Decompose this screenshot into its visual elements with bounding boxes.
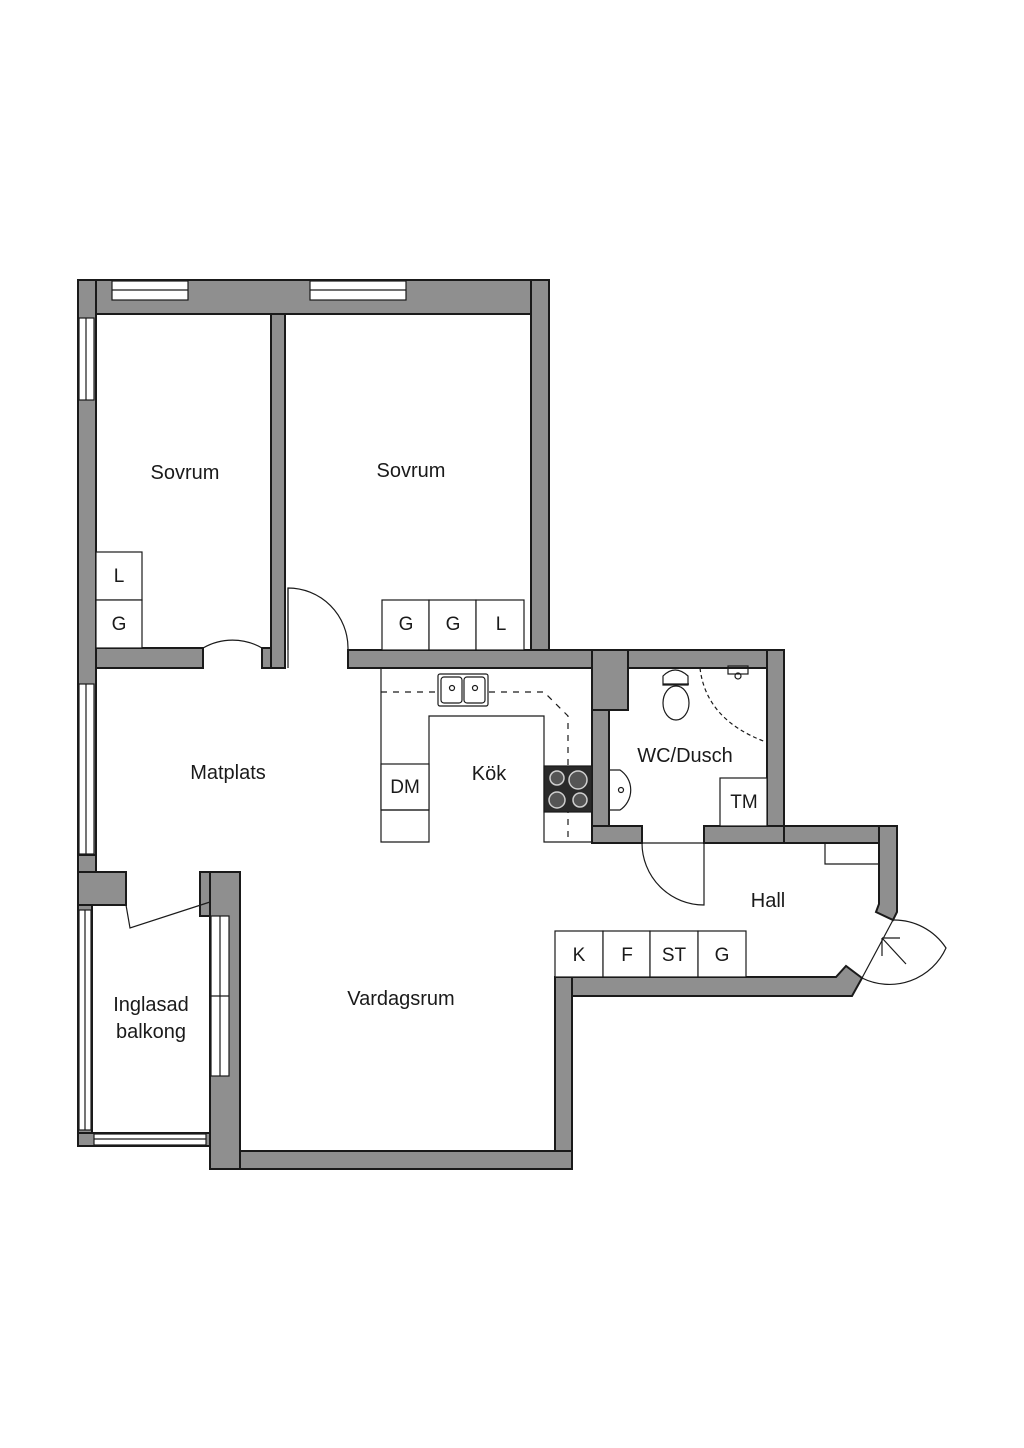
storage-box: [602, 930, 651, 978]
shower-head-icon: [727, 665, 749, 675]
room-label-sovrum-left: Sovrum: [151, 462, 220, 484]
storage-box: [554, 930, 604, 978]
storage-box: [649, 930, 699, 978]
bedroom-wardrobes: [95, 551, 525, 651]
wall-wc-left: [591, 649, 629, 711]
wall-dining-stub: [77, 871, 127, 906]
door-entrance: [861, 919, 947, 985]
fixture-label: DM: [390, 777, 420, 798]
wall-bedroom-divider: [270, 313, 286, 669]
wall-living-bottom: [209, 1150, 573, 1170]
wc-shower: [609, 665, 768, 827]
door-balcony: [125, 901, 211, 929]
door-wc: [641, 842, 705, 906]
fixture-label: L: [496, 614, 507, 635]
wall-wc-right: [766, 649, 785, 828]
room-label-kok: Kök: [472, 763, 507, 785]
sink: [437, 673, 489, 707]
fixture-label: K: [573, 945, 586, 966]
room-labels: Sovrum Sovrum Matplats Kök WC/Dusch Hall…: [113, 460, 785, 1043]
wall-living-right: [554, 976, 573, 1170]
room-label-matplats: Matplats: [190, 762, 266, 784]
fixture-label: G: [399, 614, 414, 635]
hall-storage: [554, 843, 879, 978]
wardrobe-box: [428, 599, 477, 651]
fixture-label: G: [112, 614, 127, 635]
door-bedroom1: [202, 639, 263, 668]
fixture-label: G: [446, 614, 461, 635]
fixture-label: TM: [730, 792, 757, 813]
wall-right-bedroom: [530, 279, 550, 651]
wall-wc-bottom-right: [703, 825, 785, 844]
entrance-arrow: [881, 937, 907, 965]
fixture-label: ST: [662, 945, 687, 966]
wall-wc-bottom-left: [591, 825, 643, 844]
wardrobe-box: [95, 599, 143, 649]
room-label-wc-dusch: WC/Dusch: [637, 745, 733, 767]
room-label-balcony-line1: Inglasad: [113, 994, 189, 1016]
kitchen: [380, 668, 593, 843]
windows: [78, 280, 407, 1146]
washbasin-icon: [609, 769, 632, 811]
wall-bedroom1-stub: [261, 647, 272, 669]
storage-box: [697, 930, 747, 978]
fixture-label: F: [621, 945, 633, 966]
wardrobe-box: [95, 551, 143, 601]
washing-machine-box: [719, 777, 768, 827]
room-label-balcony-line2: balkong: [116, 1021, 186, 1043]
fixture-label: G: [715, 945, 730, 966]
door-bedroom2: [287, 587, 349, 668]
wall-kitchen-top: [347, 649, 785, 669]
wall-bedroom1-bottom: [95, 647, 204, 669]
hall-shelf: [824, 843, 879, 865]
wardrobe-box: [381, 599, 430, 651]
shower-curtain: [699, 667, 767, 743]
wall-hall-right: [874, 825, 898, 922]
fixture-labels: L G G G L DM TM K F ST G: [112, 566, 758, 966]
kitchen-counter-outline: [380, 668, 592, 843]
fixture-label: L: [114, 566, 125, 587]
toilet-icon: [662, 669, 689, 686]
room-label-hall: Hall: [751, 890, 785, 912]
room-label-sovrum-right: Sovrum: [377, 460, 446, 482]
wardrobe-box: [475, 599, 525, 651]
doors: [125, 587, 947, 985]
walls: [77, 279, 898, 1170]
room-label-vardagsrum: Vardagsrum: [347, 988, 454, 1010]
